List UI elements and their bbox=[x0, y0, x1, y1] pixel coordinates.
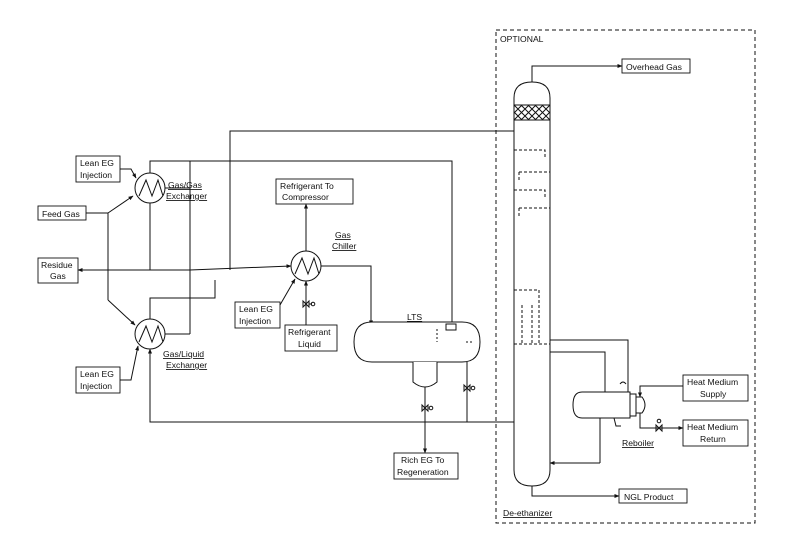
ngl-product-box: NGL Product bbox=[618, 488, 688, 504]
lts-side-valve bbox=[463, 383, 476, 393]
heat-medium-valve bbox=[655, 418, 663, 433]
svg-text:Refrigerant: Refrigerant bbox=[288, 327, 331, 337]
gas-liquid-exchanger-label: Gas/Liquid bbox=[163, 349, 204, 359]
feed-gas-box: Feed Gas bbox=[37, 205, 87, 221]
svg-text:Lean EG: Lean EG bbox=[80, 369, 114, 379]
gas-chiller-label: Gas bbox=[335, 230, 351, 240]
heat-medium-return-box: Heat Medium Return bbox=[682, 419, 749, 447]
lts-separator bbox=[353, 321, 481, 388]
overhead-gas-box: Overhead Gas bbox=[621, 58, 691, 74]
svg-text:Heat Medium: Heat Medium bbox=[687, 422, 738, 432]
svg-text:NGL Product: NGL Product bbox=[624, 492, 674, 502]
svg-text:Feed Gas: Feed Gas bbox=[42, 209, 80, 219]
gas-gas-exchanger-label-2: Exchanger bbox=[166, 191, 207, 201]
gas-chiller-label-2: Chiller bbox=[332, 241, 356, 251]
svg-text:Lean EG: Lean EG bbox=[80, 158, 114, 168]
svg-text:Return: Return bbox=[700, 434, 726, 444]
gas-gas-exchanger bbox=[134, 172, 166, 204]
residue-gas-box: Residue Gas bbox=[37, 257, 79, 284]
svg-text:Gas: Gas bbox=[50, 271, 66, 281]
heat-medium-supply-line bbox=[638, 385, 683, 398]
svg-text:Compressor: Compressor bbox=[282, 192, 329, 202]
svg-text:Overhead Gas: Overhead Gas bbox=[626, 62, 682, 72]
refrigerant-valve bbox=[302, 299, 316, 309]
lean-eg-injection-mid-box: Lean EG Injection bbox=[234, 301, 281, 329]
lean-eg-injection-top-box: Lean EG Injection bbox=[75, 155, 121, 183]
svg-text:Residue: Residue bbox=[41, 260, 73, 270]
svg-text:Regeneration: Regeneration bbox=[397, 467, 449, 477]
gas-chiller bbox=[290, 250, 322, 282]
svg-text:Liquid: Liquid bbox=[298, 339, 321, 349]
chiller-feed-line bbox=[189, 264, 292, 271]
svg-text:Supply: Supply bbox=[700, 389, 727, 399]
gas-gas-exchanger-label: Gas/Gas bbox=[168, 180, 202, 190]
svg-text:Injection: Injection bbox=[239, 316, 271, 326]
de-ethanizer-label: De-ethanizer bbox=[503, 508, 552, 518]
svg-text:Rich EG To: Rich EG To bbox=[401, 455, 445, 465]
overhead-gas-line bbox=[531, 64, 623, 82]
feed-gas-line bbox=[86, 212, 109, 300]
lean-eg-bottom-line bbox=[120, 345, 140, 381]
svg-text:Heat Medium: Heat Medium bbox=[687, 377, 738, 387]
reboiler bbox=[572, 381, 646, 427]
de-ethanizer-column bbox=[513, 81, 551, 487]
rich-eg-regeneration-box: Rich EG To Regeneration bbox=[393, 452, 459, 480]
refrigerant-liquid-box: Refrigerant Liquid bbox=[284, 324, 338, 352]
lean-eg-mid-line bbox=[279, 278, 296, 306]
refrigerant-to-compressor-box: Refrigerant To Compressor bbox=[275, 178, 354, 205]
lean-eg-top-line bbox=[120, 168, 137, 179]
lts-label: LTS bbox=[407, 312, 422, 322]
svg-text:Lean EG: Lean EG bbox=[239, 304, 273, 314]
optional-label: OPTIONAL bbox=[500, 34, 544, 44]
optional-boundary bbox=[495, 29, 756, 524]
heat-medium-return-line bbox=[639, 413, 684, 430]
svg-text:Refrigerant To: Refrigerant To bbox=[280, 181, 334, 191]
svg-text:Injection: Injection bbox=[80, 170, 112, 180]
lean-eg-injection-bottom-box: Lean EG Injection bbox=[75, 366, 121, 394]
svg-text:Injection: Injection bbox=[80, 381, 112, 391]
lts-boot-valve bbox=[421, 403, 434, 413]
gas-liquid-exchanger-label-2: Exchanger bbox=[166, 360, 207, 370]
ngl-product-line bbox=[531, 486, 620, 498]
heat-medium-supply-box: Heat Medium Supply bbox=[682, 374, 749, 402]
reboiler-label: Reboiler bbox=[622, 438, 654, 448]
chiller-outlet-line bbox=[321, 265, 373, 326]
gas-liquid-exchanger bbox=[134, 318, 166, 350]
